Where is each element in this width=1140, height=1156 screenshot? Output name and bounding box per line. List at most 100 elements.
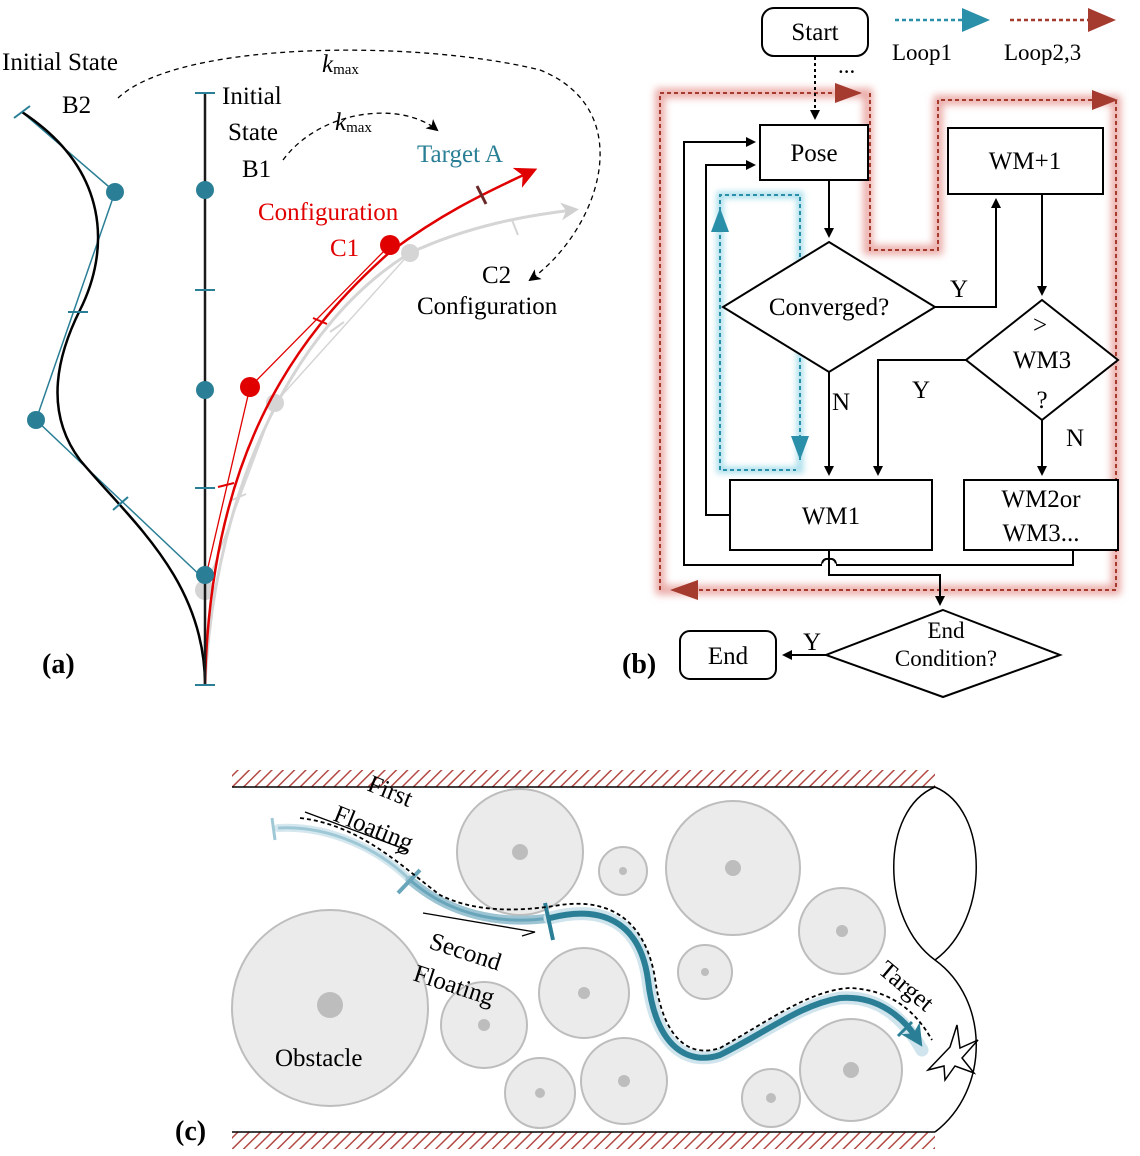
kmax-label-lower: kmax: [335, 109, 372, 136]
converged-yes-label: Y: [950, 276, 968, 303]
wm2or-line2: WM3...: [1002, 520, 1079, 547]
configuration-c2-line2: Configuration: [417, 293, 558, 320]
c1-control-point: [380, 235, 400, 255]
c1-curve: [203, 167, 538, 686]
wm2or-node: [963, 479, 1119, 551]
initial-state-b1-line1: Initial: [222, 83, 282, 110]
converged-label: Converged?: [769, 294, 889, 321]
right-lens: [893, 786, 977, 961]
end-condition-line1: End: [927, 618, 965, 643]
c1-tick: [312, 317, 328, 325]
wm1-node: [729, 479, 933, 551]
panel-a-label: (a): [42, 649, 75, 680]
loop1-arrowhead: [791, 436, 809, 460]
c2-control-polygon: [204, 252, 411, 591]
kmax-arc-b2: [117, 49, 601, 282]
wm1-to-pose-arrow: [705, 160, 756, 516]
gt-wm3-no-label: N: [1066, 425, 1084, 452]
wm1-label: WM1: [802, 503, 860, 530]
merge-to-end-condition-arrow: [828, 550, 945, 606]
second-floating-arrow: [422, 912, 536, 937]
robot-tick: [543, 902, 555, 941]
obstacle-center: [512, 844, 528, 860]
initial-state-b2-line1: Initial State: [2, 49, 118, 76]
obstacle-center: [618, 1075, 630, 1087]
obstacle-label: Obstacle: [275, 1045, 362, 1072]
b2-tick: [112, 496, 129, 511]
kmax-label-upper: kmax: [322, 51, 359, 78]
initial-state-b1-line3: B1: [242, 156, 271, 183]
panel-b-label: (b): [622, 649, 656, 680]
legend-loop23-arrowhead: [1088, 8, 1116, 32]
legend-loop1-label: Loop1: [892, 40, 952, 65]
obstacle-centers: [317, 844, 859, 1103]
wm2or-merge-line: [836, 550, 1074, 566]
b1-control-point: [196, 566, 214, 584]
loop23-arrowhead: [670, 580, 698, 600]
obstacle-center: [619, 867, 627, 875]
loop1-arrowhead: [711, 208, 729, 232]
c1-control-point: [240, 377, 260, 397]
c1-tick: [217, 482, 235, 488]
loop23-arrowhead: [1092, 90, 1118, 110]
start-node: [761, 7, 869, 57]
merge-to-pose-arrow: [683, 137, 829, 566]
wm-plus-1-label: WM+1: [989, 148, 1061, 175]
legend: Loop1 Loop2,3: [892, 8, 1116, 65]
end-node: [679, 630, 777, 680]
gt-wm3-yes-arrow: [873, 359, 966, 476]
legend-loop1-arrowhead: [962, 8, 990, 32]
obstacle-center: [836, 925, 848, 937]
b1-control-point: [196, 181, 214, 199]
b1-control-point: [196, 381, 214, 399]
c2-control-point: [401, 244, 419, 262]
obstacle-center: [317, 992, 343, 1018]
b2-control-point: [27, 411, 45, 429]
initial-state-b2-line2: B2: [62, 92, 91, 119]
robot-tick: [270, 817, 277, 841]
obstacle-center: [725, 860, 741, 876]
end-condition-decision: [823, 608, 1063, 699]
planned-path: [299, 817, 933, 1052]
pose-node: [759, 124, 869, 181]
obstacle-center: [478, 1019, 490, 1031]
pose-label: Pose: [790, 140, 837, 167]
robot-segment-first-core: [277, 826, 412, 882]
configuration-c1-line2: C1: [330, 235, 359, 262]
panel-a: Initial State B2 Initial State B1 kmax k…: [2, 49, 601, 686]
robot-tick: [896, 1020, 914, 1038]
kmax-arc-b1: [282, 112, 439, 161]
target-a-label: Target A: [417, 141, 503, 168]
first-floating-arrow: [304, 811, 410, 854]
converged-no-label: N: [832, 389, 850, 416]
c2-tick: [511, 219, 519, 236]
robot-tick: [396, 868, 422, 895]
obstacle-center: [701, 968, 709, 976]
gt-wm3-line2: WM3: [1013, 347, 1071, 374]
configuration-c1-line1: Configuration: [258, 199, 399, 226]
c2-tick: [329, 321, 345, 333]
b2-tick: [13, 105, 31, 119]
robot-segment-main: [549, 910, 923, 1061]
right-wall-curve: [934, 959, 977, 1133]
loop23-arrowhead: [835, 83, 862, 103]
converged-yes-arrow: [935, 198, 1001, 308]
obstacle-center: [766, 1093, 776, 1103]
gt-wm3-line1: >: [1033, 312, 1047, 339]
configuration-c2-line1: C2: [482, 262, 511, 289]
legend-loop23-label: Loop2,3: [1004, 40, 1081, 65]
obstacle-center: [578, 987, 590, 999]
obstacles: [231, 788, 903, 1129]
wm-plus-1-node: [947, 127, 1104, 195]
start-label: Start: [791, 19, 838, 46]
top-wall: [232, 770, 935, 787]
start-dots: ...: [838, 53, 855, 78]
gt-wm3-line3: ?: [1036, 387, 1047, 414]
loop23-path: [659, 92, 1117, 591]
end-condition-yes-label: Y: [803, 629, 821, 656]
end-label: End: [708, 643, 749, 670]
wm2or-line1: WM2or: [1001, 486, 1081, 513]
b2-curve: [21, 110, 207, 686]
panel-c: First Floating Second Floating Target Ob…: [175, 770, 979, 1149]
